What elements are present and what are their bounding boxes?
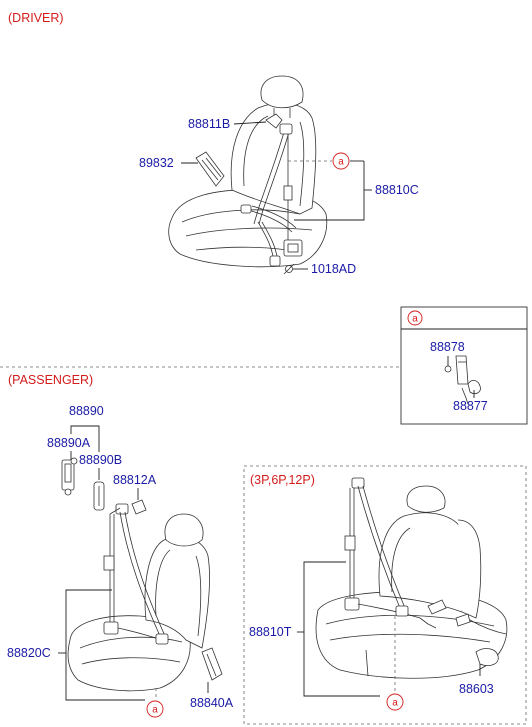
detail-box-marker: a [412, 314, 418, 325]
part-88890A-height-adjuster [61, 457, 78, 496]
passenger-section-title: (PASSENGER) [8, 373, 93, 387]
label-88812A: 88812A [113, 473, 157, 487]
detail-box-marker-circle [407, 310, 423, 326]
passenger-seat-drawing [67, 513, 211, 692]
detail-box [400, 306, 528, 425]
leader-88820C-bracket [65, 589, 145, 701]
part-1018AD-bolt [283, 263, 295, 275]
label-88877: 88877 [453, 399, 488, 413]
driver-seatbelt [240, 123, 303, 267]
part-88840A-buckle [201, 647, 223, 681]
ref-a-passenger: a [152, 705, 158, 716]
leader-88810T-bracket [303, 561, 380, 697]
label-88603: 88603 [459, 682, 494, 696]
variant-box [243, 465, 527, 725]
label-88878: 88878 [430, 340, 465, 354]
label-88890: 88890 [69, 404, 104, 418]
leader-88811B [233, 121, 267, 125]
part-88811B-cover [265, 113, 283, 129]
part-88890B-cover [93, 481, 105, 511]
label-88840A: 88840A [190, 696, 234, 710]
label-88810T: 88810T [249, 625, 292, 639]
part-88812A-cover [131, 499, 147, 515]
variant-seatbelt [344, 477, 507, 635]
passenger-seatbelt [103, 503, 169, 645]
variant-title: (3P,6P,12P) [250, 473, 315, 487]
detail-adjuster-drawing [444, 355, 481, 405]
label-88890A: 88890A [47, 436, 91, 450]
label-88820C: 88820C [7, 646, 51, 660]
part-88603-buckle [475, 648, 499, 666]
leader-88890 [70, 425, 100, 452]
driver-seat-drawing [168, 75, 328, 268]
label-88890B: 88890B [79, 453, 122, 467]
driver-section-title: (DRIVER) [8, 11, 64, 25]
ref-circle-a-passenger [146, 700, 164, 718]
ref-a-driver: a [338, 157, 344, 168]
part-89832-buckle [195, 151, 225, 187]
ref-circle-a-driver [332, 152, 350, 170]
ref-circle-a-variant [386, 693, 404, 711]
label-88810C: 88810C [375, 183, 419, 197]
label-1018AD: 1018AD [311, 262, 356, 276]
ref-a-variant: a [392, 698, 398, 709]
leader-88810C-lower [294, 161, 365, 221]
bench-seat-drawing [315, 485, 508, 679]
label-89832: 89832 [139, 156, 174, 170]
label-88811B: 88811B [188, 117, 230, 131]
